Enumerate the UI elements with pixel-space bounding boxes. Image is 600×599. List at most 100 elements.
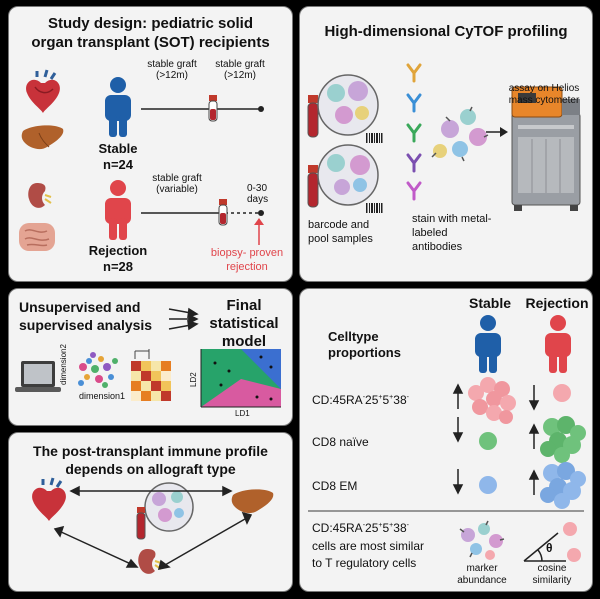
heatmap-plot bbox=[131, 349, 171, 401]
final-model-line3: model bbox=[221, 333, 267, 350]
stable-graft-label-1: stable graft (>12m) bbox=[147, 59, 197, 81]
final-model-line2: statistical bbox=[209, 315, 279, 332]
rejection-group-label: Rejection bbox=[88, 243, 148, 258]
intestine-icon bbox=[19, 223, 55, 251]
mass-cytometer-icon bbox=[511, 86, 581, 211]
row3-stable-down-arrow bbox=[452, 469, 464, 495]
stable-person-icon bbox=[105, 77, 131, 137]
row1-rejection-down-arrow bbox=[528, 385, 540, 411]
days-label: 0-30 days bbox=[247, 183, 269, 205]
barcode-icon bbox=[366, 203, 383, 213]
stain-label-line2: labeled bbox=[412, 227, 448, 239]
similarity-line2: cells are most similar bbox=[312, 539, 425, 553]
biopsy-label-line1: biopsy- proven bbox=[210, 247, 284, 259]
cytof-panel: High-dimensional CyTOF profiling bbox=[299, 6, 593, 282]
stable-timeline-end bbox=[258, 106, 264, 112]
row2-rejection-cells bbox=[540, 416, 586, 463]
study-title-line2: organ transplant (SOT) recipients bbox=[31, 34, 270, 51]
assay-label-line1: assay on Helios bbox=[508, 83, 580, 94]
row3-rejection-cells bbox=[540, 462, 586, 509]
heart-icon bbox=[26, 69, 60, 113]
antibody-icons bbox=[406, 63, 422, 201]
kidney-icon bbox=[138, 549, 162, 574]
marker-label-line2: abundance bbox=[457, 575, 507, 586]
similarity-line3: to T regulatory cells bbox=[312, 556, 417, 570]
row2-label: CD8 naïve bbox=[312, 435, 369, 449]
row1-stable-up-arrow bbox=[452, 383, 464, 409]
unsupervised-line1: Unsupervised and bbox=[19, 299, 141, 315]
stable-person-icon bbox=[475, 315, 501, 373]
comparison-arrows bbox=[53, 485, 253, 570]
stable-header: Stable bbox=[468, 295, 511, 311]
blood-tube-icon bbox=[307, 95, 319, 138]
stable-graft-label-2: stable graft (>12m) bbox=[215, 59, 265, 81]
stain-label-line3: antibodies bbox=[412, 241, 463, 253]
kidney-icon bbox=[28, 183, 52, 208]
row1-stable-cells bbox=[468, 377, 516, 424]
celltype-line1: Celltype bbox=[328, 329, 379, 344]
row1-label: CD:45RA-25+5+38- bbox=[312, 393, 409, 407]
liver-icon bbox=[231, 489, 274, 514]
blood-tube-icon bbox=[136, 507, 146, 540]
celltype-proportions-panel: Stable Rejection Celltype proportions bbox=[299, 288, 593, 592]
study-title-line1: Study design: pediatric solid bbox=[47, 15, 254, 32]
stained-cells-cluster bbox=[431, 106, 489, 162]
analysis-graphics bbox=[15, 307, 281, 408]
stain-label-line1: stain with metal- bbox=[412, 213, 492, 225]
immune-profile-circle bbox=[144, 482, 194, 532]
stable-group-label: Stable bbox=[98, 141, 138, 156]
study-design-panel: Study design: pediatric solid organ tran… bbox=[8, 6, 293, 282]
rejection-person-icon bbox=[105, 180, 131, 240]
barcode-icon bbox=[366, 133, 383, 143]
study-design-graphics bbox=[19, 69, 264, 251]
cosine-label-line2: similarity bbox=[532, 575, 572, 586]
post-transplant-line1: The post-transplant immune profile bbox=[33, 443, 268, 459]
biopsy-label-line2: rejection bbox=[226, 261, 268, 273]
rejection-n: n=28 bbox=[103, 259, 133, 274]
similarity-line1: CD:45RA-25+5+38- bbox=[312, 521, 409, 535]
post-transplant-line2: depends on allograft type bbox=[65, 461, 236, 477]
post-transplant-panel: The post-transplant immune profile depen… bbox=[8, 432, 293, 592]
barcode-label-line2: pool samples bbox=[308, 233, 373, 245]
stable-graft-variable-label: stable graft (variable) bbox=[152, 173, 202, 195]
row2-rejection-up-arrow bbox=[528, 423, 540, 449]
row3-label: CD8 EM bbox=[312, 479, 358, 493]
converging-arrows bbox=[168, 307, 199, 331]
row2-stable-cell bbox=[479, 432, 497, 450]
rejection-person-icon bbox=[545, 315, 571, 373]
cosine-similarity-icon bbox=[523, 532, 566, 562]
rejection-header: Rejection bbox=[525, 295, 589, 311]
row1-rejection-cell bbox=[553, 384, 571, 402]
blood-tube-icon bbox=[218, 199, 228, 226]
final-model-line1: Final bbox=[226, 297, 262, 314]
cell-sample-circle-top bbox=[317, 74, 379, 136]
heart-icon bbox=[32, 477, 66, 521]
unsupervised-line2: supervised analysis bbox=[19, 317, 153, 333]
marker-label-line1: marker bbox=[466, 563, 498, 574]
cell-sample-circle-bottom bbox=[317, 144, 379, 206]
marker-abundance-icon bbox=[459, 520, 505, 560]
cytof-title: High-dimensional CyTOF profiling bbox=[324, 23, 568, 40]
ld2-label: LD2 bbox=[189, 372, 198, 387]
dimension2-label: dimension2 bbox=[59, 344, 68, 385]
blood-tube-icon bbox=[307, 165, 319, 208]
liver-icon bbox=[21, 125, 64, 150]
stable-n: n=24 bbox=[103, 157, 133, 172]
barcode-label-line1: barcode and bbox=[308, 219, 370, 231]
row3-stable-cell bbox=[479, 476, 497, 494]
dimension1-label: dimension1 bbox=[79, 391, 126, 401]
laptop-icon bbox=[15, 361, 61, 392]
proportions-graphics bbox=[308, 315, 586, 562]
assay-label-line2: mass cytometer bbox=[508, 95, 580, 106]
cytof-graphics bbox=[307, 63, 581, 213]
tsne-scatter-plot bbox=[78, 352, 118, 388]
row3-rejection-up-arrow bbox=[528, 469, 540, 495]
celltype-line2: proportions bbox=[328, 345, 401, 360]
post-transplant-graphics bbox=[32, 477, 274, 574]
row2-stable-down-arrow bbox=[452, 417, 464, 443]
ld1-label: LD1 bbox=[235, 409, 250, 418]
cosine-label-line1: cosine bbox=[537, 563, 567, 574]
analysis-panel: Unsupervised and supervised analysis Fin… bbox=[8, 288, 293, 426]
blood-tube-icon bbox=[208, 95, 218, 122]
